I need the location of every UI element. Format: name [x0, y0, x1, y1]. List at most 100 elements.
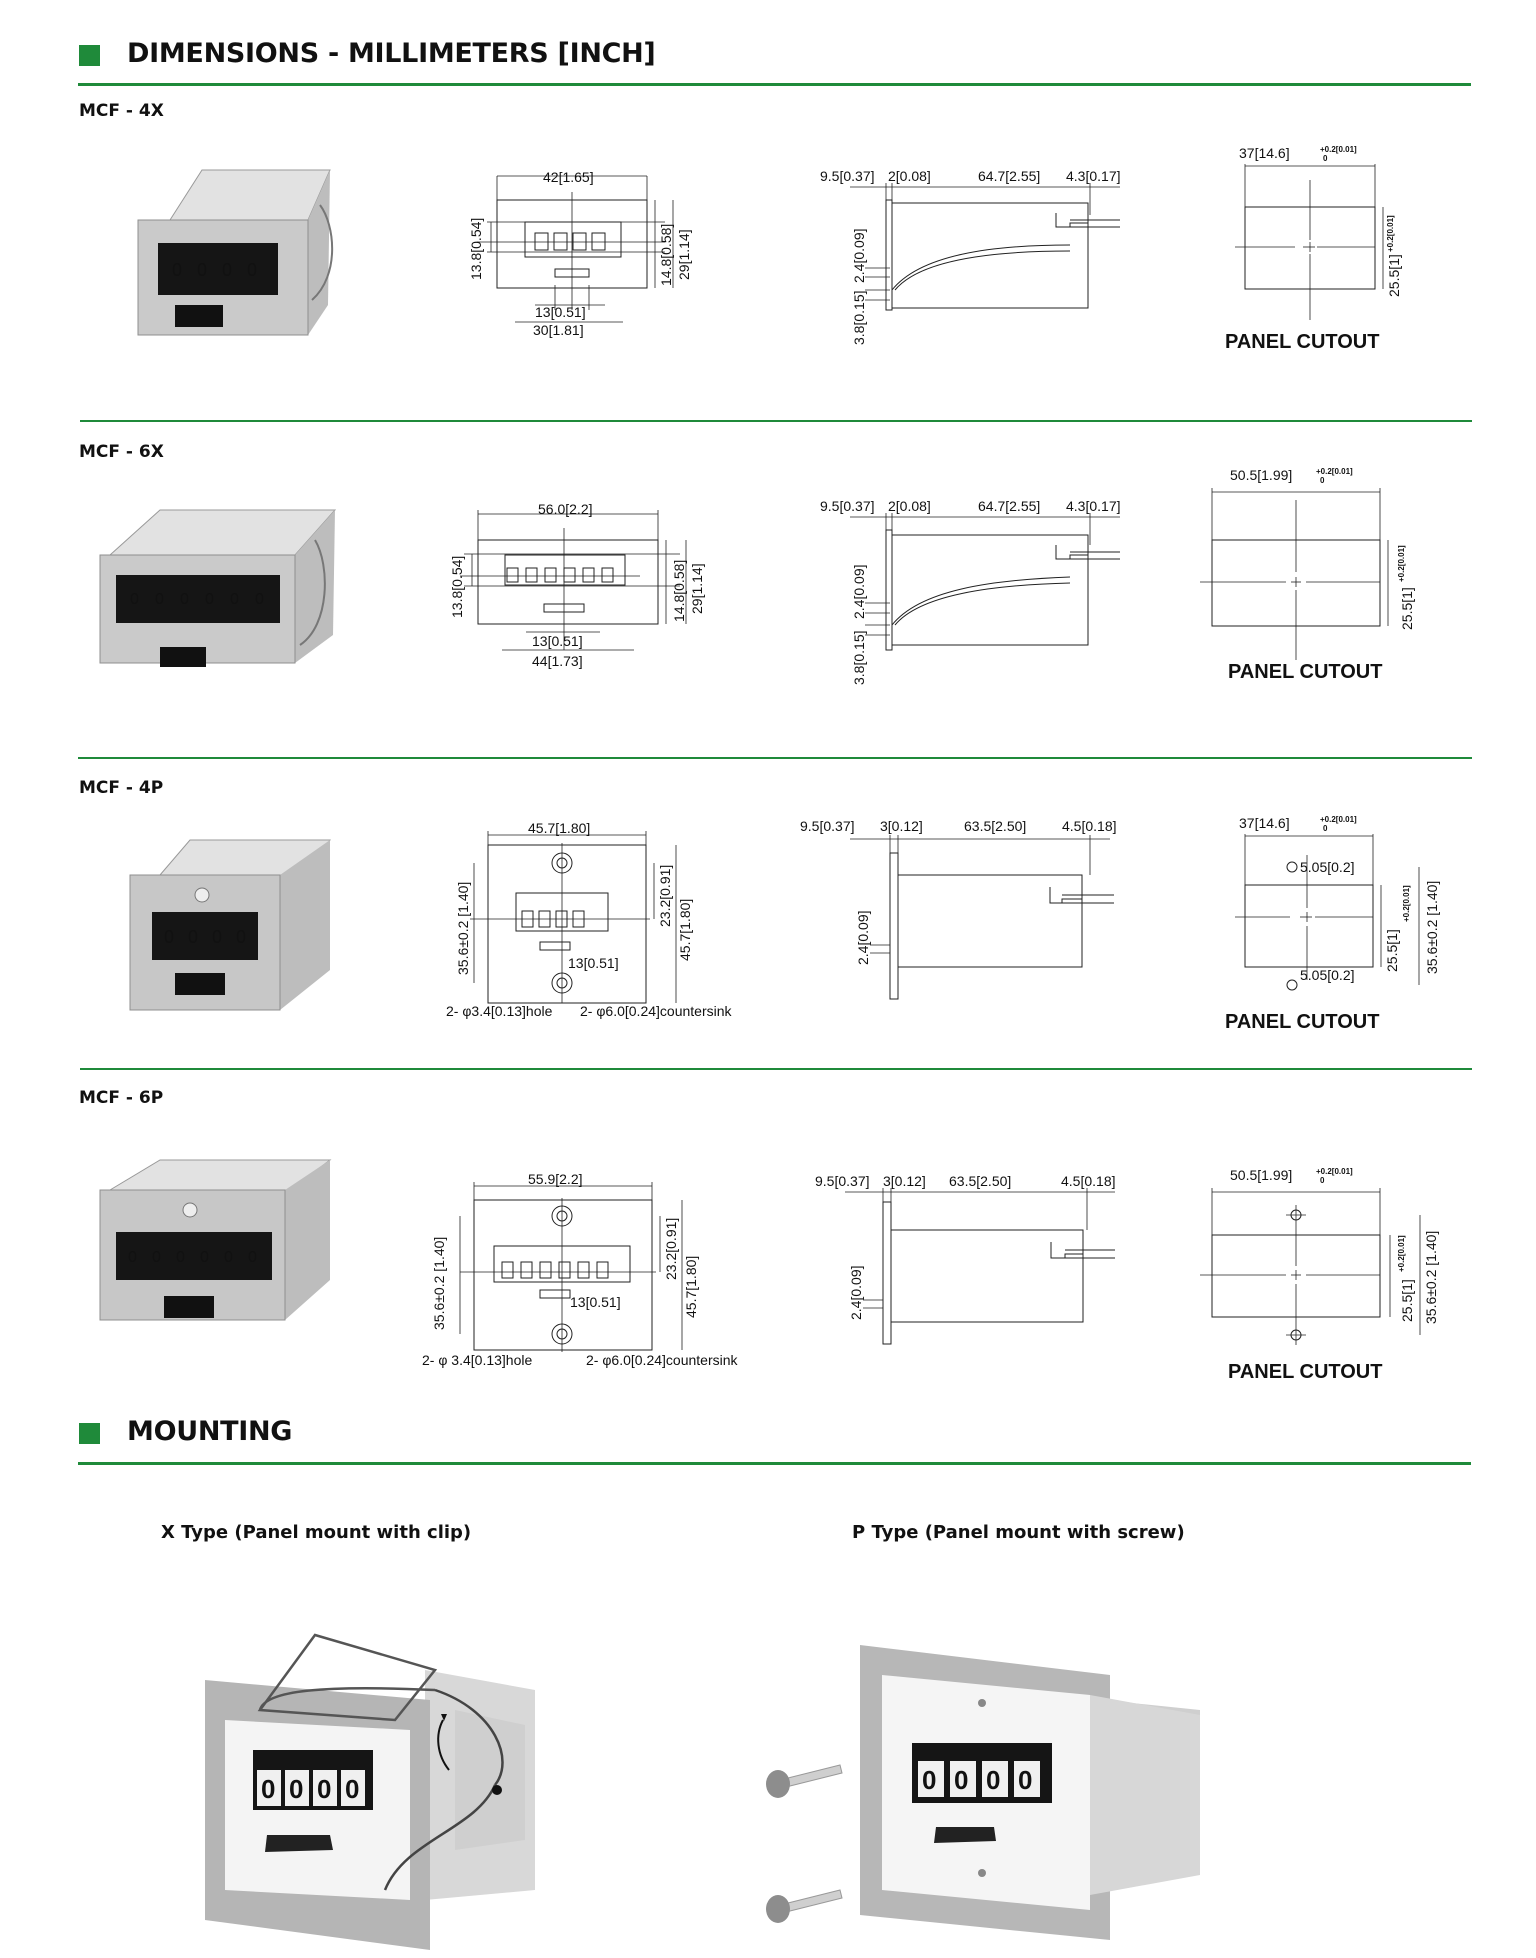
svg-text:0: 0	[954, 1765, 968, 1795]
svg-text:2- φ6.0[0.24]countersink: 2- φ6.0[0.24]countersink	[586, 1352, 738, 1368]
svg-text:2- φ3.4[0.13]hole: 2- φ3.4[0.13]hole	[446, 1003, 553, 1019]
svg-text:5.05[0.2]: 5.05[0.2]	[1300, 859, 1355, 875]
side-view-6x: 9.5[0.37] 2[0.08] 64.7[2.55] 4.3[0.17] 2…	[820, 498, 1121, 685]
section-marker	[79, 1423, 100, 1444]
front-view-6p: 55.9[2.2] 35.6±0.2 [1.40] 23.2[0.91] 45.…	[422, 1171, 738, 1368]
svg-text:55.9[2.2]: 55.9[2.2]	[528, 1171, 583, 1187]
svg-text:0: 0	[986, 1765, 1000, 1795]
svg-text:4.3[0.17]: 4.3[0.17]	[1066, 168, 1121, 184]
svg-text:45.7[1.80]: 45.7[1.80]	[528, 820, 590, 836]
svg-text:+0.2[0.01]: +0.2[0.01]	[1316, 1167, 1353, 1176]
svg-text:+0.2[0.01]: +0.2[0.01]	[1397, 545, 1406, 582]
svg-text:0: 0	[128, 1249, 137, 1266]
section-rule	[78, 1462, 1471, 1465]
screw-icon	[766, 1764, 843, 1798]
divider	[80, 420, 1472, 422]
svg-text:23.2[0.91]: 23.2[0.91]	[657, 865, 673, 927]
side-view-6p: 9.5[0.37] 3[0.12] 63.5[2.50] 4.5[0.18] 2…	[815, 1173, 1116, 1345]
svg-text:2.4[0.09]: 2.4[0.09]	[851, 229, 867, 284]
svg-text:2[0.08]: 2[0.08]	[888, 168, 931, 184]
svg-text:0: 0	[922, 1765, 936, 1795]
svg-text:+0.2[0.01]: +0.2[0.01]	[1320, 815, 1357, 824]
digit: 0	[197, 260, 207, 280]
svg-text:0: 0	[200, 1249, 209, 1266]
svg-text:4.3[0.17]: 4.3[0.17]	[1066, 498, 1121, 514]
svg-text:25.5[1]: 25.5[1]	[1386, 254, 1402, 297]
svg-text:0: 0	[289, 1774, 303, 1804]
svg-text:3[0.12]: 3[0.12]	[883, 1173, 926, 1189]
svg-text:0: 0	[212, 927, 222, 947]
svg-text:0: 0	[1323, 824, 1328, 833]
digit: 0	[172, 260, 182, 280]
svg-text:0: 0	[261, 1774, 275, 1804]
screw-icon	[766, 1889, 843, 1923]
svg-text:2- φ6.0[0.24]countersink: 2- φ6.0[0.24]countersink	[580, 1003, 732, 1019]
svg-text:13.8[0.54]: 13.8[0.54]	[468, 218, 484, 280]
svg-text:35.6±0.2 [1.40]: 35.6±0.2 [1.40]	[1424, 881, 1440, 974]
svg-text:13[0.51]: 13[0.51]	[570, 1294, 621, 1310]
svg-text:13.8[0.54]: 13.8[0.54]	[449, 556, 465, 618]
svg-text:25.5[1]: 25.5[1]	[1399, 1279, 1415, 1322]
svg-text:PANEL CUTOUT: PANEL CUTOUT	[1225, 331, 1379, 353]
svg-text:3[0.12]: 3[0.12]	[880, 818, 923, 834]
front-view-6x: 56.0[2.2] 13.8[0.54] 14.8[0.58] 29[1.14]…	[449, 501, 705, 669]
svg-text:2[0.08]: 2[0.08]	[888, 498, 931, 514]
svg-text:4.5[0.18]: 4.5[0.18]	[1061, 1173, 1116, 1189]
svg-text:0: 0	[1323, 154, 1328, 163]
digit: 0	[247, 260, 257, 280]
panel-cutout-6p: 50.5[1.99] +0.2[0.01] 0 25.5[1] +0.2[0.0…	[1200, 1167, 1439, 1383]
svg-text:0: 0	[130, 591, 139, 608]
model-label-4p: MCF - 4P	[79, 778, 164, 798]
svg-text:13[0.51]: 13[0.51]	[532, 633, 583, 649]
svg-text:9.5[0.37]: 9.5[0.37]	[800, 818, 855, 834]
svg-text:0: 0	[1320, 1176, 1325, 1185]
svg-text:50.5[1.99]: 50.5[1.99]	[1230, 467, 1292, 483]
svg-text:35.6±0.2 [1.40]: 35.6±0.2 [1.40]	[1423, 1231, 1439, 1324]
svg-text:44[1.73]: 44[1.73]	[532, 653, 583, 669]
model-label-6x: MCF - 6X	[79, 442, 164, 462]
product-photo-6p: 0 0 0 0 0 0	[99, 1159, 332, 1321]
product-photo-4x: 0 0 0 0	[137, 169, 334, 336]
product-photo-4p: 0 0 0 0	[129, 839, 331, 1011]
mounting-title: MOUNTING	[127, 1416, 293, 1447]
svg-text:0: 0	[345, 1774, 359, 1804]
svg-text:2.4[0.09]: 2.4[0.09]	[848, 1266, 864, 1321]
svg-text:9.5[0.37]: 9.5[0.37]	[815, 1173, 870, 1189]
section-rule	[78, 83, 1471, 86]
svg-text:14.8[0.58]: 14.8[0.58]	[671, 560, 687, 622]
svg-text:63.5[2.50]: 63.5[2.50]	[964, 818, 1026, 834]
product-photo-6x: 0 0 0 0 0 0	[99, 509, 337, 667]
svg-text:9.5[0.37]: 9.5[0.37]	[820, 498, 875, 514]
svg-text:0: 0	[255, 591, 264, 608]
svg-text:0: 0	[224, 1249, 233, 1266]
svg-text:3.8[0.15]: 3.8[0.15]	[851, 291, 867, 346]
svg-text:23.2[0.91]: 23.2[0.91]	[663, 1218, 679, 1280]
svg-text:29[1.14]: 29[1.14]	[676, 229, 692, 280]
svg-text:2.4[0.09]: 2.4[0.09]	[851, 565, 867, 620]
svg-text:+0.2[0.01]: +0.2[0.01]	[1402, 885, 1411, 922]
x-type-mounting-illustration: 0 0 0 0	[205, 1633, 535, 1950]
svg-text:25.5[1]: 25.5[1]	[1399, 587, 1415, 630]
svg-text:9.5[0.37]: 9.5[0.37]	[820, 168, 875, 184]
svg-text:35.6±0.2 [1.40]: 35.6±0.2 [1.40]	[431, 1237, 447, 1330]
svg-text:64.7[2.55]: 64.7[2.55]	[978, 498, 1040, 514]
svg-text:0: 0	[152, 1249, 161, 1266]
svg-text:64.7[2.55]: 64.7[2.55]	[978, 168, 1040, 184]
section-marker	[79, 45, 100, 66]
front-view-4p: 45.7[1.80] 35.6±0.2 [1.40] 23.2[0.91] 45…	[446, 820, 732, 1019]
svg-text:30[1.81]: 30[1.81]	[533, 322, 584, 338]
svg-text:14.8[0.58]: 14.8[0.58]	[658, 224, 674, 286]
divider	[78, 757, 1472, 759]
side-view-4x: 9.5[0.37] 2[0.08] 64.7[2.55] 4.3[0.17] 2…	[820, 168, 1121, 346]
divider	[80, 1068, 1472, 1070]
svg-text:0: 0	[230, 591, 239, 608]
svg-text:5.05[0.2]: 5.05[0.2]	[1300, 967, 1355, 983]
svg-text:42[1.65]: 42[1.65]	[543, 169, 594, 185]
svg-text:45.7[1.80]: 45.7[1.80]	[683, 1256, 699, 1318]
panel-cutout-4p: 37[14.6] +0.2[0.01] 0 5.05[0.2] 5.05[0.2…	[1225, 815, 1440, 1033]
panel-cutout-6x: 50.5[1.99] +0.2[0.01] 0 25.5[1] +0.2[0.0…	[1200, 467, 1415, 683]
svg-text:0: 0	[155, 591, 164, 608]
x-type-heading: X Type (Panel mount with clip)	[161, 1522, 472, 1543]
svg-text:35.6±0.2 [1.40]: 35.6±0.2 [1.40]	[455, 882, 471, 975]
svg-text:2.4[0.09]: 2.4[0.09]	[855, 911, 871, 966]
